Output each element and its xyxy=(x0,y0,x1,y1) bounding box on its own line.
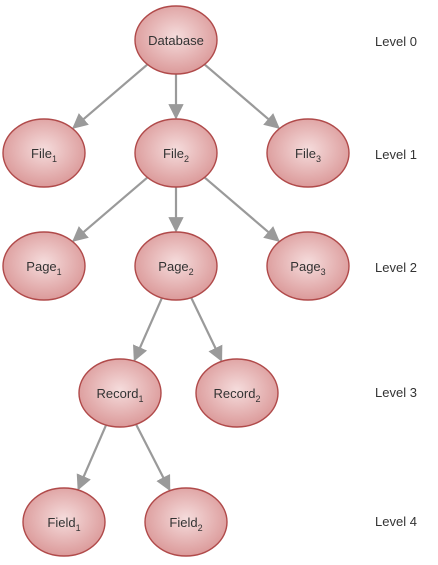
node-label-page3: Page3 xyxy=(290,259,325,277)
node-subscript: 3 xyxy=(316,154,321,164)
node-subscript: 1 xyxy=(52,154,57,164)
arrow-page2-to-record1 xyxy=(133,297,163,362)
node-label-file1: File1 xyxy=(31,146,57,164)
node-name: File xyxy=(31,146,52,161)
node-shape-file1 xyxy=(2,118,86,188)
node-name: Field xyxy=(169,515,197,530)
node-label-field1: Field1 xyxy=(47,515,80,533)
node-name: Record xyxy=(214,386,256,401)
node-label-record1: Record1 xyxy=(97,386,144,404)
node-subscript: 2 xyxy=(184,154,189,164)
node-name: Page xyxy=(158,259,188,274)
level-label-3: Level 3 xyxy=(375,385,417,400)
node-label-field2: Field2 xyxy=(169,515,202,533)
arrow-record1-to-field1 xyxy=(76,424,108,491)
arrow-database-to-file3 xyxy=(203,63,280,129)
level-label-1: Level 1 xyxy=(375,147,417,162)
arrow-file2-to-page3 xyxy=(203,176,280,242)
node-label-page1: Page1 xyxy=(26,259,61,277)
node-file2: File2 xyxy=(134,118,218,188)
node-shape-page2 xyxy=(134,231,218,301)
node-shape-field1 xyxy=(22,487,106,557)
node-file3: File3 xyxy=(266,118,350,188)
node-record2: Record2 xyxy=(195,358,279,428)
arrow-page2-to-record2 xyxy=(190,297,223,362)
level-label-0: Level 0 xyxy=(375,34,417,49)
node-shape-file2 xyxy=(134,118,218,188)
node-page2: Page2 xyxy=(134,231,218,301)
node-label-file3: File3 xyxy=(295,146,321,164)
node-page3: Page3 xyxy=(266,231,350,301)
arrow-record1-to-field2 xyxy=(135,423,171,492)
edges-layer xyxy=(72,63,280,492)
node-database: Database xyxy=(134,5,218,75)
node-name: Database xyxy=(148,33,204,48)
node-name: Page xyxy=(26,259,56,274)
levels-layer: Level 0 Level 1 Level 2 Level 3 Level 4 xyxy=(375,34,417,529)
level-label-4: Level 4 xyxy=(375,514,417,529)
node-file1: File1 xyxy=(2,118,86,188)
node-record1: Record1 xyxy=(78,358,162,428)
node-shape-record2 xyxy=(195,358,279,428)
node-shape-record1 xyxy=(78,358,162,428)
node-subscript: 1 xyxy=(76,523,81,533)
node-subscript: 2 xyxy=(255,394,260,404)
node-shape-file3 xyxy=(266,118,350,188)
node-subscript: 2 xyxy=(189,267,194,277)
node-label-record2: Record2 xyxy=(214,386,261,404)
node-subscript: 2 xyxy=(198,523,203,533)
arrow-database-to-file1 xyxy=(72,63,149,129)
level-label-2: Level 2 xyxy=(375,260,417,275)
node-field1: Field1 xyxy=(22,487,106,557)
node-name: Record xyxy=(97,386,139,401)
node-subscript: 1 xyxy=(138,394,143,404)
node-page1: Page1 xyxy=(2,231,86,301)
node-shape-database xyxy=(134,5,218,75)
arrow-file2-to-page1 xyxy=(72,176,149,242)
node-subscript: 3 xyxy=(321,267,326,277)
node-label-file2: File2 xyxy=(163,146,189,164)
node-shape-page1 xyxy=(2,231,86,301)
node-name: File xyxy=(295,146,316,161)
node-name: Field xyxy=(47,515,75,530)
node-name: Page xyxy=(290,259,320,274)
node-label-page2: Page2 xyxy=(158,259,193,277)
node-shape-field2 xyxy=(144,487,228,557)
node-subscript: 1 xyxy=(57,267,62,277)
node-shape-page3 xyxy=(266,231,350,301)
node-field2: Field2 xyxy=(144,487,228,557)
node-name: File xyxy=(163,146,184,161)
node-label-database: Database xyxy=(148,33,204,48)
